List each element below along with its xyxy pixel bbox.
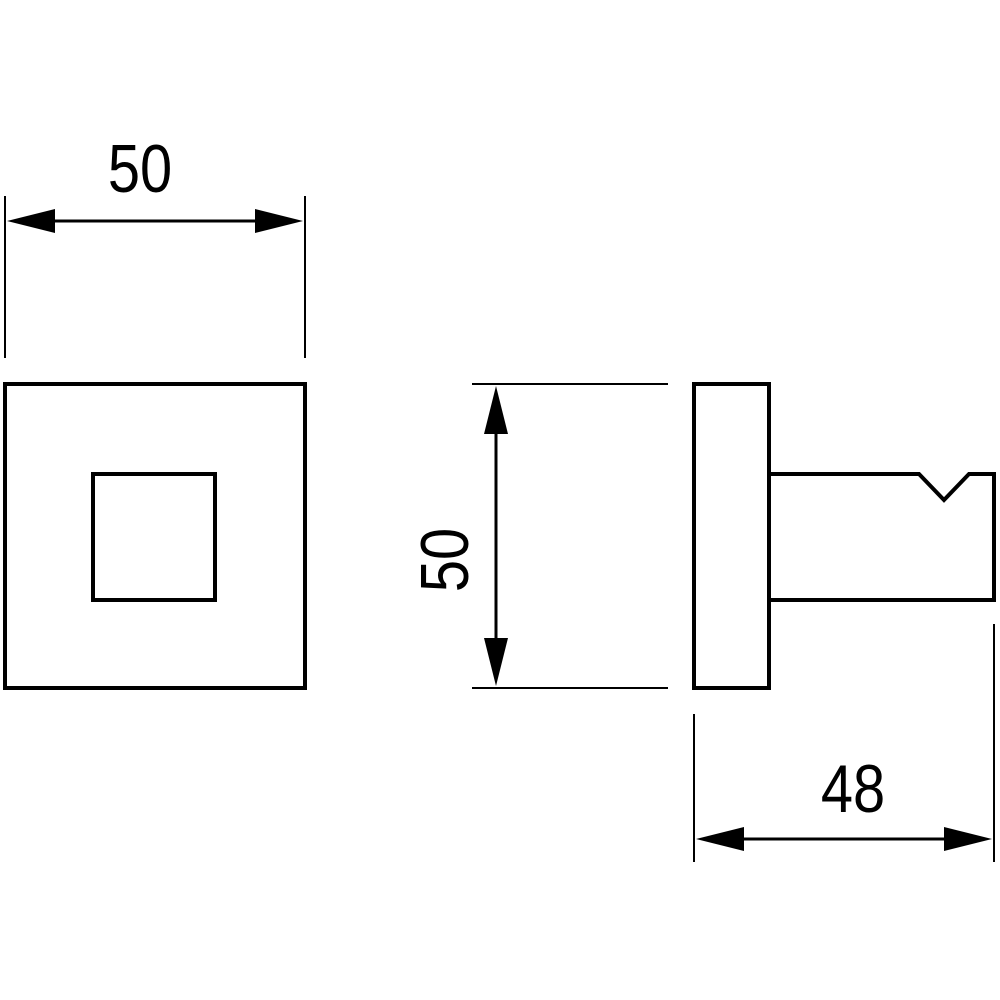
side-height-dimension: 50 — [408, 383, 668, 689]
side-height-label: 50 — [408, 528, 483, 592]
side-view — [692, 382, 996, 690]
front-width-label: 50 — [108, 132, 172, 207]
arrowhead-right — [255, 209, 303, 233]
side-view-backplate — [692, 382, 771, 690]
side-depth-dimension: 48 — [693, 624, 995, 862]
front-width-dimension: 50 — [4, 132, 306, 358]
arrowhead-left — [696, 827, 744, 851]
side-depth-label: 48 — [821, 752, 885, 827]
arrowhead-right — [944, 827, 992, 851]
front-view — [3, 382, 307, 690]
front-view-outer-square — [3, 382, 307, 690]
side-view-hook-arm — [769, 472, 996, 602]
arrowhead-top — [484, 386, 508, 434]
arrowhead-left — [7, 209, 55, 233]
front-view-inner-square — [91, 472, 217, 602]
arrowhead-bottom — [484, 638, 508, 686]
